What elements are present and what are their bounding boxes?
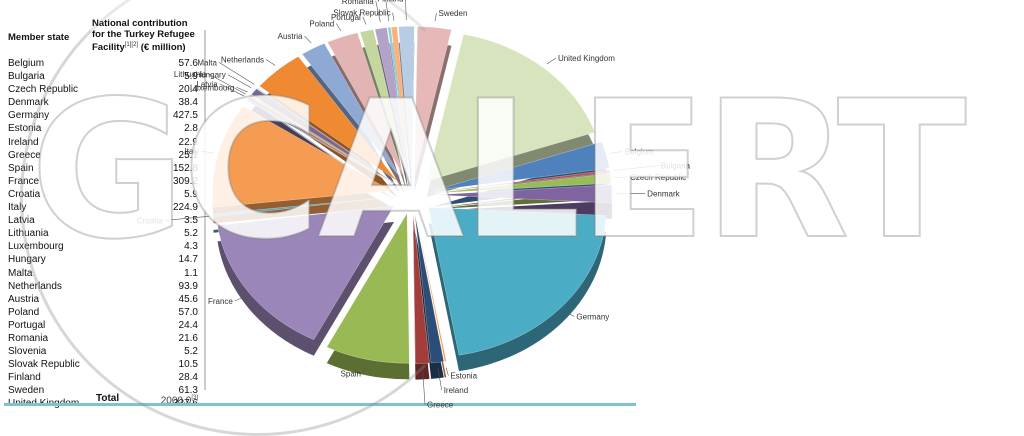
leader-line [236, 87, 247, 92]
leader-line [615, 177, 629, 178]
leader-line [614, 166, 659, 171]
slice-label: Romania [342, 0, 375, 6]
slice-label: Hungary [195, 71, 225, 80]
slice-label: Greece [427, 401, 454, 410]
slice-label: Austria [278, 32, 303, 41]
slice-label: Bulgaria [661, 162, 691, 171]
slice-label: United Kingdom [558, 54, 615, 63]
slice-label: Denmark [647, 190, 680, 199]
slice-label: Czech Republic [630, 173, 686, 182]
slice-label: Netherlands [221, 56, 264, 65]
leader-line [201, 151, 214, 153]
leader-line [435, 13, 437, 21]
leader-line [610, 151, 623, 153]
slice-label: Ireland [444, 386, 468, 395]
leader-line [266, 60, 275, 66]
leader-line [446, 368, 448, 376]
leader-line [165, 216, 210, 220]
leader-line [405, 0, 406, 20]
slice-label: Germany [576, 312, 609, 321]
slice-label: Slovak Republic [333, 9, 390, 18]
slice-label: Italy [184, 147, 199, 156]
leader-line [305, 36, 312, 43]
leader-line [363, 17, 366, 25]
slice-label: Luxembourg [190, 83, 234, 92]
slice-label: Belgium [625, 147, 654, 156]
leader-line [547, 58, 556, 64]
slice-label: France [208, 297, 233, 306]
slice-label: Sweden [438, 9, 467, 18]
slice-label: Estonia [450, 371, 477, 380]
leader-line [336, 23, 341, 30]
slice-label: Spain [341, 369, 361, 378]
slice-label: Malta [197, 58, 217, 67]
pie-slice-germany [428, 207, 606, 355]
slice-label: Croatia [137, 216, 163, 225]
leader-line [393, 13, 394, 21]
slice-label: Finland [377, 0, 403, 4]
